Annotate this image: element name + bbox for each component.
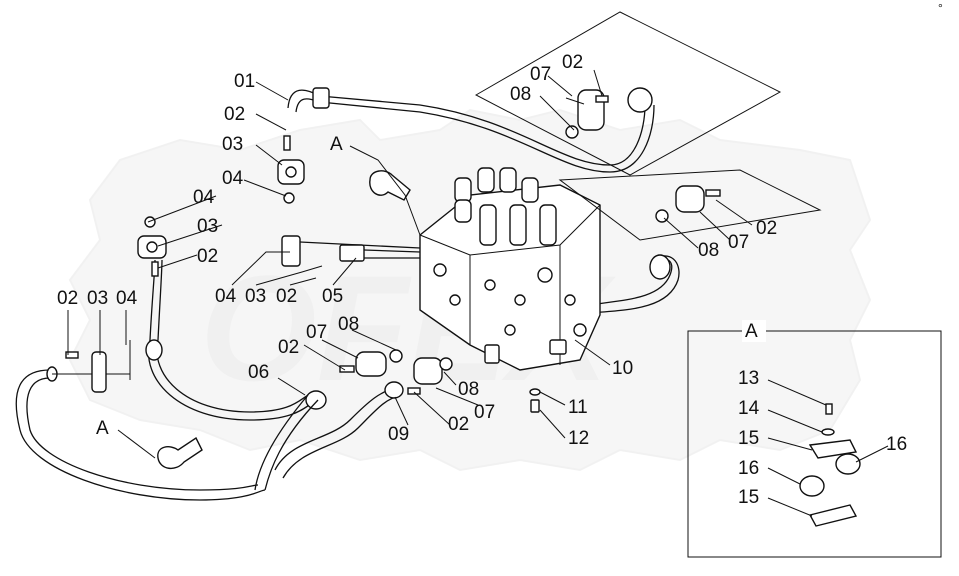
label-09: 09 bbox=[388, 424, 409, 445]
label-02: 02 bbox=[197, 246, 218, 267]
label-02: 02 bbox=[224, 104, 245, 125]
label-02: 02 bbox=[57, 288, 78, 309]
flange-left bbox=[137, 216, 167, 277]
label-08: 08 bbox=[510, 84, 531, 105]
label-04: 04 bbox=[116, 288, 138, 309]
flange-top-left bbox=[277, 135, 305, 204]
label-a-top: A bbox=[330, 134, 343, 155]
label-16: 16 bbox=[738, 458, 759, 479]
label-07: 07 bbox=[306, 322, 327, 343]
label-15: 15 bbox=[738, 428, 759, 449]
label-16: 16 bbox=[886, 434, 907, 455]
label-11: 11 bbox=[568, 397, 588, 418]
label-07: 07 bbox=[530, 64, 551, 85]
label-07: 07 bbox=[474, 402, 495, 423]
label-04: 04 bbox=[193, 187, 215, 208]
corner-mark: ° bbox=[938, 1, 943, 15]
hose-top bbox=[287, 87, 655, 173]
control-valve bbox=[419, 167, 601, 371]
label-04: 04 bbox=[222, 168, 244, 189]
label-02: 02 bbox=[276, 286, 297, 307]
flange-center-2 bbox=[407, 357, 453, 395]
part-labels: 01 02 03 04 A 04 03 02 04 03 02 05 02 03… bbox=[57, 52, 907, 508]
label-03: 03 bbox=[222, 134, 243, 155]
flange-right bbox=[655, 185, 721, 223]
label-13: 13 bbox=[738, 368, 759, 389]
detail-a-box bbox=[687, 320, 942, 558]
label-12: 12 bbox=[568, 428, 589, 449]
hose-right bbox=[589, 254, 680, 314]
clamp-a-bottom bbox=[157, 436, 203, 469]
label-07: 07 bbox=[728, 232, 749, 253]
label-02: 02 bbox=[278, 337, 299, 358]
label-a-bottom: A bbox=[96, 418, 109, 439]
leader-lines bbox=[67, 11, 822, 459]
hose-05 bbox=[281, 235, 421, 267]
label-02: 02 bbox=[562, 52, 583, 73]
label-14: 14 bbox=[738, 398, 760, 419]
clamp-a-top bbox=[369, 170, 411, 201]
bolt-11-12 bbox=[529, 388, 541, 413]
label-04: 04 bbox=[215, 286, 237, 307]
hose-06 bbox=[145, 259, 327, 491]
label-01: 01 bbox=[234, 71, 255, 92]
label-03: 03 bbox=[245, 286, 266, 307]
label-15: 15 bbox=[738, 487, 759, 508]
label-03: 03 bbox=[87, 288, 108, 309]
hose-09 bbox=[274, 381, 404, 479]
label-08: 08 bbox=[458, 379, 479, 400]
label-10: 10 bbox=[612, 358, 633, 379]
label-08: 08 bbox=[698, 240, 719, 261]
label-03: 03 bbox=[197, 216, 218, 237]
left-bracket bbox=[65, 340, 131, 393]
label-05: 05 bbox=[322, 286, 343, 307]
label-08: 08 bbox=[338, 314, 359, 335]
label-a-detail: A bbox=[745, 321, 758, 342]
flange-top-right bbox=[565, 87, 653, 139]
label-02: 02 bbox=[756, 218, 777, 239]
label-06: 06 bbox=[248, 362, 269, 383]
label-02: 02 bbox=[448, 414, 469, 435]
hose-left-loop bbox=[15, 366, 266, 501]
